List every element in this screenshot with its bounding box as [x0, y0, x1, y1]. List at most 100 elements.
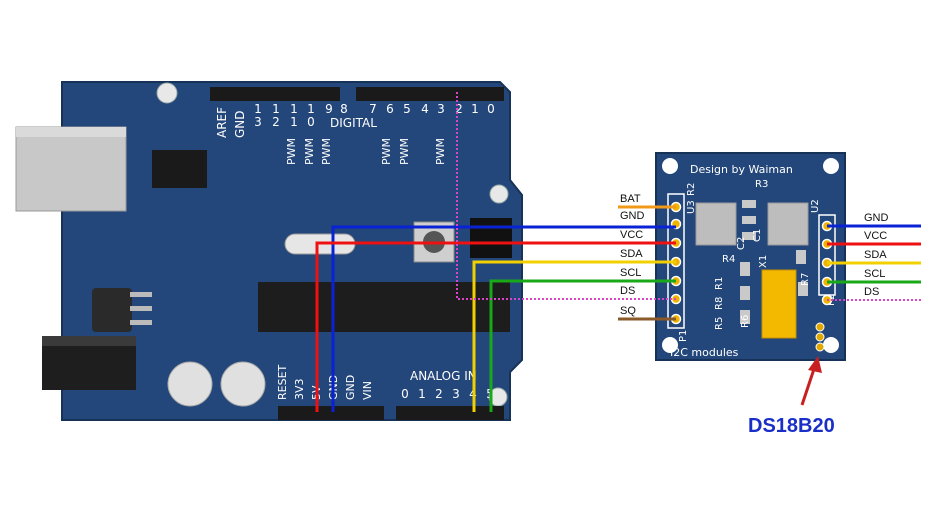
digital-pin-number: 9 [325, 102, 333, 116]
right-pin-label: VCC [864, 230, 887, 242]
analog-header [396, 406, 504, 420]
ds18b20-pad [815, 342, 825, 352]
pwm-label: PWM [320, 138, 333, 165]
left-pin-label: GND [620, 210, 645, 222]
ic-u3 [695, 202, 737, 246]
digital-header-left [210, 87, 340, 101]
digital-pin-number: 3 [437, 102, 445, 116]
left-pin-label: SQ [620, 305, 636, 317]
ds18b20-pad [815, 322, 825, 332]
power-pin-label: RESET [276, 364, 289, 400]
pwm-label: PWM [398, 138, 411, 165]
ds18b20-caption: DS18B20 [748, 415, 835, 437]
digital-pin-number: 4 [421, 102, 429, 116]
component-label: C1 [752, 229, 763, 242]
digital-pin-number: 0 [307, 115, 315, 129]
module-bottom-label: I2C modules [670, 346, 739, 359]
digital-pin-number: 6 [386, 102, 394, 116]
component-label: R7 [800, 273, 811, 286]
usb-chip [152, 150, 207, 188]
mounting-hole [156, 82, 178, 104]
digital-pin-number: 3 [254, 115, 262, 129]
digital-pin-number: 8 [340, 102, 348, 116]
mounting-hole [489, 184, 509, 204]
module-title: Design by Waiman [690, 163, 793, 176]
power-pin-label: 3V3 [293, 378, 306, 400]
ds-dotted-wire [456, 92, 676, 300]
power-header [278, 406, 384, 420]
component-label: R5 [714, 317, 725, 330]
digital-pin-number: 5 [403, 102, 411, 116]
analog-in-label: ANALOG IN [410, 369, 477, 383]
component-label: X1 [758, 255, 769, 268]
component-label: R8 [714, 297, 725, 310]
digital-pin-number: 0 [487, 102, 495, 116]
component-label: R1 [714, 277, 725, 290]
digital-pin-number: 1 [254, 102, 262, 116]
right-pin-label: GND [864, 212, 889, 224]
left-pin-label: SCL [620, 267, 641, 279]
analog-pin-number: 1 [418, 387, 426, 401]
component-label: R6 [740, 315, 751, 328]
power-pin-label: GND [344, 375, 357, 400]
module-right-pin-labels: GND VCC SDA SCL DS [864, 212, 889, 298]
aref-label: AREF [215, 107, 229, 138]
left-pin-label: SDA [620, 248, 643, 260]
component-label: C2 [736, 237, 747, 250]
right-pin-label: SCL [864, 268, 885, 280]
analog-pin-number: 3 [452, 387, 460, 401]
analog-pin-number: 0 [401, 387, 409, 401]
left-pin-label: BAT [620, 193, 641, 205]
digital-pin-number: 1 [290, 102, 298, 116]
ic-u2 [767, 202, 809, 246]
power-pin-label: VIN [361, 381, 374, 400]
icsp-header [470, 218, 512, 258]
pwm-label: PWM [434, 138, 447, 165]
digital-pin-number: 2 [272, 115, 280, 129]
wires [315, 92, 921, 412]
digital-pin-number: 7 [369, 102, 377, 116]
component-label: U3 [686, 200, 697, 214]
rtc-module: Design by Waiman I2C modules R2 U3 R3 U2… [655, 152, 846, 361]
component-label: U2 [810, 199, 821, 213]
pwm-label: PWM [380, 138, 393, 165]
gnd-top-label: GND [233, 110, 247, 138]
ds18b20-callout: DS18B20 [748, 356, 835, 437]
component-label: R2 [686, 183, 697, 196]
sda-wire [472, 260, 676, 412]
module-pcb [655, 152, 846, 361]
digital-pin-number: 2 [455, 102, 463, 116]
component-label: R3 [755, 179, 768, 190]
component-label: R4 [722, 254, 735, 265]
pwm-label: PWM [285, 138, 298, 165]
right-pin-label: DS [864, 286, 879, 298]
capacitor [167, 361, 213, 407]
crystal-x1 [761, 269, 797, 339]
voltage-regulator [92, 288, 132, 332]
arrow-head [808, 356, 822, 373]
pwm-label: PWM [303, 138, 316, 165]
capacitor [220, 361, 266, 407]
ds18b20-pad [815, 332, 825, 342]
digital-pin-number: 1 [290, 115, 298, 129]
analog-pin-number: 2 [435, 387, 443, 401]
digital-pin-number: 1 [307, 102, 315, 116]
callout-arrow [800, 365, 817, 406]
digital-label: DIGITAL [330, 116, 377, 130]
microcontroller [258, 282, 510, 332]
digital-pin-number: 1 [272, 102, 280, 116]
vcc-wire [315, 241, 676, 412]
usb-connector [15, 126, 127, 212]
left-pin-label: VCC [620, 229, 643, 241]
digital-pin-number: 1 [471, 102, 479, 116]
digital-header-right [356, 87, 504, 101]
right-pin-label: SDA [864, 249, 887, 261]
component-label: P1 [678, 330, 689, 342]
arduino-board [15, 81, 523, 421]
gnd-wire [331, 225, 676, 412]
scl-wire [489, 279, 676, 412]
